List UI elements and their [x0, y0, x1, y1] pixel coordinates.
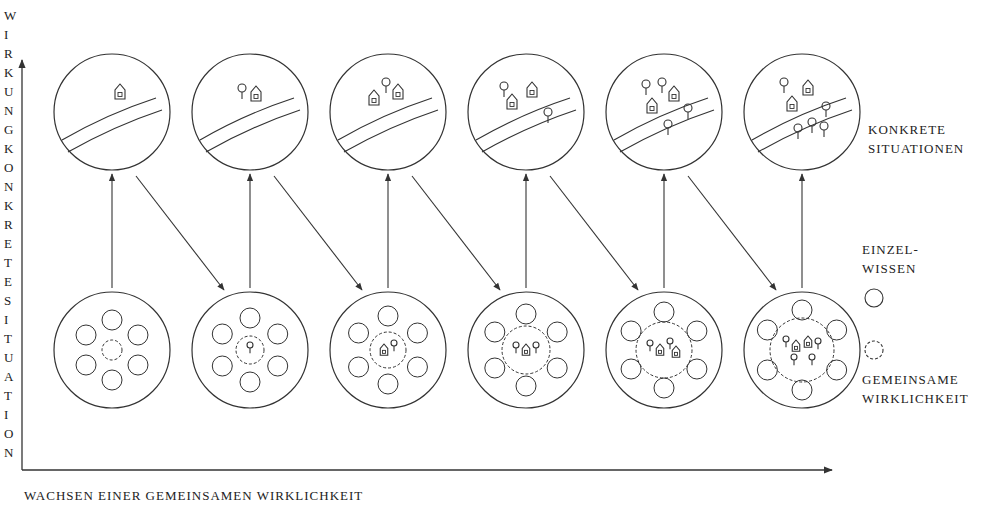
tree-icon: [658, 78, 666, 93]
tree-icon: [822, 102, 830, 117]
legend-item: GEMEINSAME WIRKLICHKEIT: [862, 330, 987, 408]
house-icon: [507, 94, 517, 109]
legend-swatch: [862, 284, 886, 312]
tree-icon: [664, 120, 672, 135]
house-icon: [522, 344, 530, 355]
arrow: [387, 174, 388, 288]
house-icon: [251, 86, 261, 101]
tree-icon: [783, 336, 789, 347]
knowledge-circle: [192, 292, 308, 408]
house-icon: [393, 84, 403, 99]
arrow: [412, 176, 500, 290]
tree-icon: [238, 84, 246, 99]
tree-icon: [382, 78, 390, 93]
arrow: [688, 176, 776, 290]
concrete-situation: [192, 54, 308, 170]
house-icon: [669, 86, 679, 101]
arrow: [663, 174, 664, 288]
tree-icon: [544, 108, 552, 123]
house-icon: [369, 90, 379, 105]
tree-icon: [809, 354, 815, 365]
concrete-situation: [744, 54, 860, 170]
house-icon: [656, 344, 664, 355]
concrete-situation: [54, 54, 170, 170]
arrow: [550, 176, 638, 290]
legend-swatch: [862, 336, 886, 364]
arrow: [801, 174, 802, 288]
legend-text: EINZEL- WISSEN: [862, 240, 932, 278]
knowledge-circle: [606, 292, 722, 408]
tree-icon: [820, 122, 828, 137]
tree-icon: [391, 340, 397, 351]
concrete-situation: [468, 54, 584, 170]
house-icon: [787, 96, 797, 111]
tree-icon: [500, 82, 508, 97]
row-label: KONKRETE SITUATIONEN: [868, 120, 983, 158]
situation-circles: [54, 54, 860, 408]
arrow: [274, 176, 362, 290]
tree-icon: [808, 118, 816, 133]
y-axis: [21, 60, 22, 470]
tree-icon: [794, 124, 802, 139]
legend-item: EINZEL- WISSEN: [862, 240, 932, 318]
tree-icon: [647, 340, 653, 351]
tree-icon: [642, 80, 650, 95]
tree-icon: [247, 342, 253, 353]
concrete-situation: [606, 54, 722, 170]
tree-icon: [513, 342, 519, 353]
tree-icon: [815, 338, 821, 349]
house-icon: [672, 346, 680, 357]
arrow: [111, 174, 112, 288]
arrow: [136, 176, 224, 290]
house-icon: [380, 344, 388, 355]
house-icon: [803, 80, 813, 95]
knowledge-circle: [468, 292, 584, 408]
axis-title: WACHSEN EINER GEMEINSAMEN WIRKLICHKEIT: [24, 486, 363, 505]
house-icon: [647, 98, 657, 113]
house-icon: [527, 82, 537, 97]
tree-icon: [533, 342, 539, 353]
axis-title: WIRKUNGKONKRETESITUATION: [4, 6, 17, 462]
concrete-situation: [330, 54, 446, 170]
knowledge-circle: [744, 292, 860, 408]
tree-icon: [684, 104, 692, 119]
tree-icon: [667, 338, 673, 349]
tree-icon: [780, 78, 788, 93]
house-icon: [115, 84, 125, 99]
house-icon: [804, 336, 812, 347]
tree-icon: [791, 354, 797, 365]
knowledge-circle: [54, 292, 170, 408]
house-icon: [792, 340, 800, 351]
arrow: [249, 174, 250, 288]
x-axis: [22, 469, 832, 470]
arrow: [525, 174, 526, 288]
knowledge-circle: [330, 292, 446, 408]
legend-text: GEMEINSAME WIRKLICHKEIT: [862, 370, 987, 408]
